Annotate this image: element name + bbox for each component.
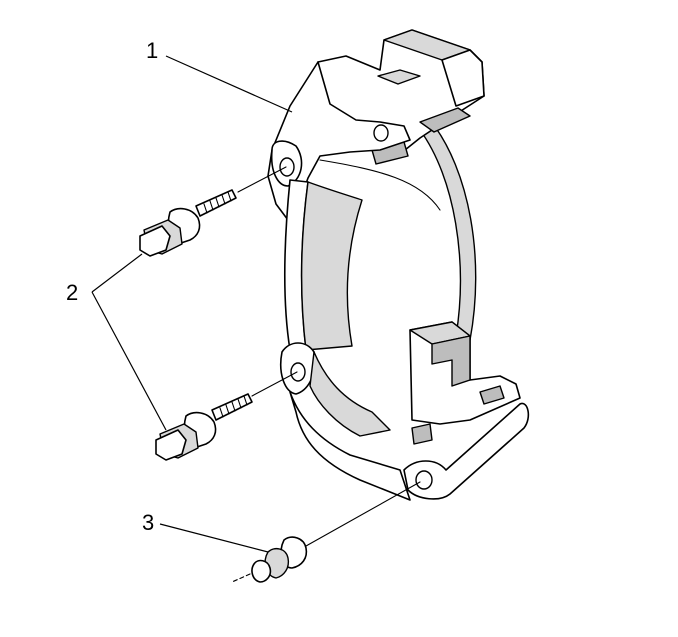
lower-bolt bbox=[155, 371, 298, 461]
leader-2-upper bbox=[91, 253, 143, 293]
upper-bolt bbox=[139, 166, 287, 257]
callout-label-2: 2 bbox=[66, 280, 79, 305]
callout-label-1: 1 bbox=[146, 38, 159, 63]
lower-pin-fitting bbox=[231, 481, 421, 583]
leader-1 bbox=[165, 55, 293, 113]
caliper-bracket bbox=[267, 29, 530, 501]
callout-label-3: 3 bbox=[142, 510, 155, 535]
callout-leaders bbox=[91, 55, 293, 553]
leader-2-lower bbox=[91, 291, 167, 431]
leader-3 bbox=[159, 523, 269, 553]
